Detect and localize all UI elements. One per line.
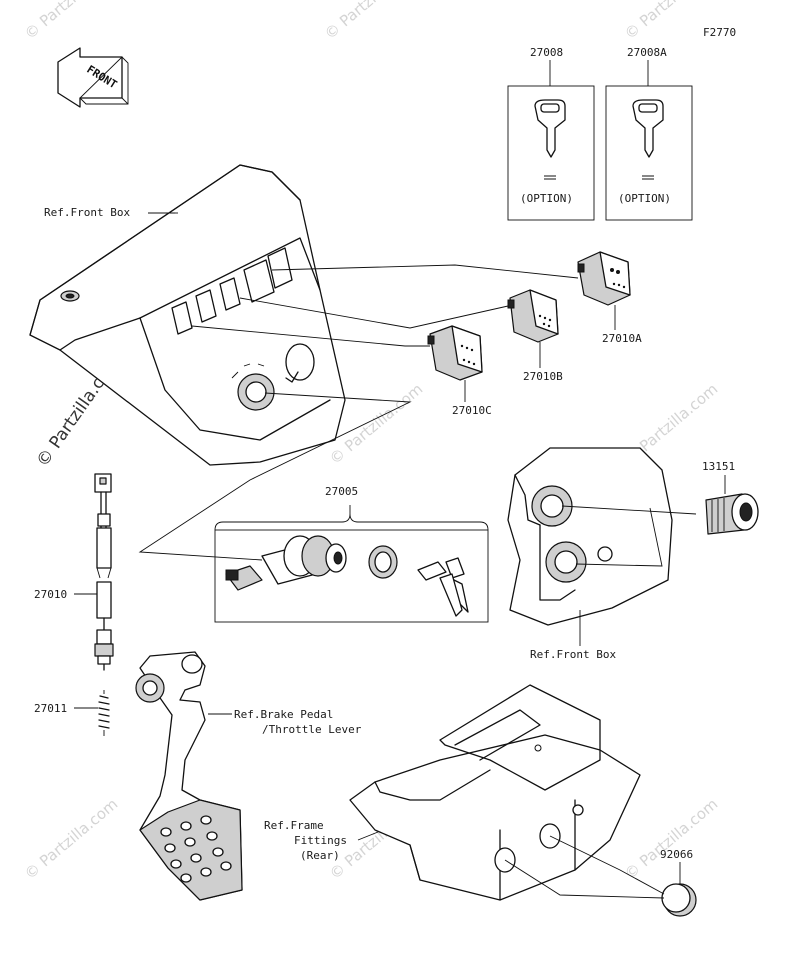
- ignition-switch-icon: [225, 535, 347, 591]
- ref-brake-pedal-line1: Ref.Brake Pedal: [234, 708, 333, 721]
- watermark: © Partzilla.com: [321, 0, 421, 43]
- brake-pedal: [135, 651, 243, 901]
- rocker-switch-27010C: [427, 325, 483, 381]
- ignition-kit-box: [214, 529, 489, 623]
- ignition-keys-icon: [417, 557, 469, 617]
- part-number-27010A: 27010A: [602, 332, 642, 345]
- rocker-switch-27010A: [577, 251, 631, 306]
- key-icon: [534, 99, 566, 158]
- rocker-switch-27010B: [507, 289, 559, 343]
- ref-frame-line2: Fittings: [294, 834, 347, 847]
- option-note-27008: (OPTION): [520, 192, 573, 205]
- front-box-dashboard: [29, 164, 346, 466]
- watermark: © Partzilla.com: [21, 0, 121, 43]
- spring-icon: [98, 690, 110, 736]
- key-27008A-box: 27008A (OPTION): [605, 46, 693, 221]
- key-icon: [632, 99, 664, 158]
- watermark: © Partzilla.com: [621, 795, 721, 883]
- frame-fittings-rear: [349, 684, 641, 901]
- figure-code: F2770: [703, 26, 736, 39]
- ref-front-box-top: Ref.Front Box: [44, 206, 130, 219]
- ref-frame-line1: Ref.Frame: [264, 819, 324, 832]
- option-note-27008A: (OPTION): [618, 192, 671, 205]
- part-number-27010B: 27010B: [523, 370, 563, 383]
- part-number-27008: 27008: [530, 46, 563, 59]
- watermarks: © Partzilla.com © Partzilla.com © Partzi…: [21, 0, 721, 883]
- front-box-bottom: [507, 447, 673, 626]
- ref-front-box-bottom: Ref.Front Box: [530, 648, 616, 661]
- pedal-pads: [160, 815, 232, 883]
- part-number-27005: 27005: [325, 485, 358, 498]
- part-number-13151: 13151: [702, 460, 735, 473]
- watermark: © Partzilla.com: [21, 795, 121, 883]
- stop-switch-harness: [94, 473, 114, 671]
- part-number-92066: 92066: [660, 848, 693, 861]
- key-27008-box: 27008 (OPTION): [507, 46, 595, 221]
- part-number-27011: 27011: [34, 702, 67, 715]
- ref-frame-line3: (Rear): [300, 849, 340, 862]
- part-number-27010: 27010: [34, 588, 67, 601]
- rubber-plug-icon: [661, 883, 697, 917]
- power-socket-icon: [705, 493, 759, 535]
- part-number-27008A: 27008A: [627, 46, 667, 59]
- ref-brake-pedal-line2: /Throttle Lever: [262, 723, 362, 736]
- front-arrow-icon: FRONT: [57, 47, 129, 108]
- part-number-27010C: 27010C: [452, 404, 492, 417]
- ignition-nut-icon: [368, 545, 398, 579]
